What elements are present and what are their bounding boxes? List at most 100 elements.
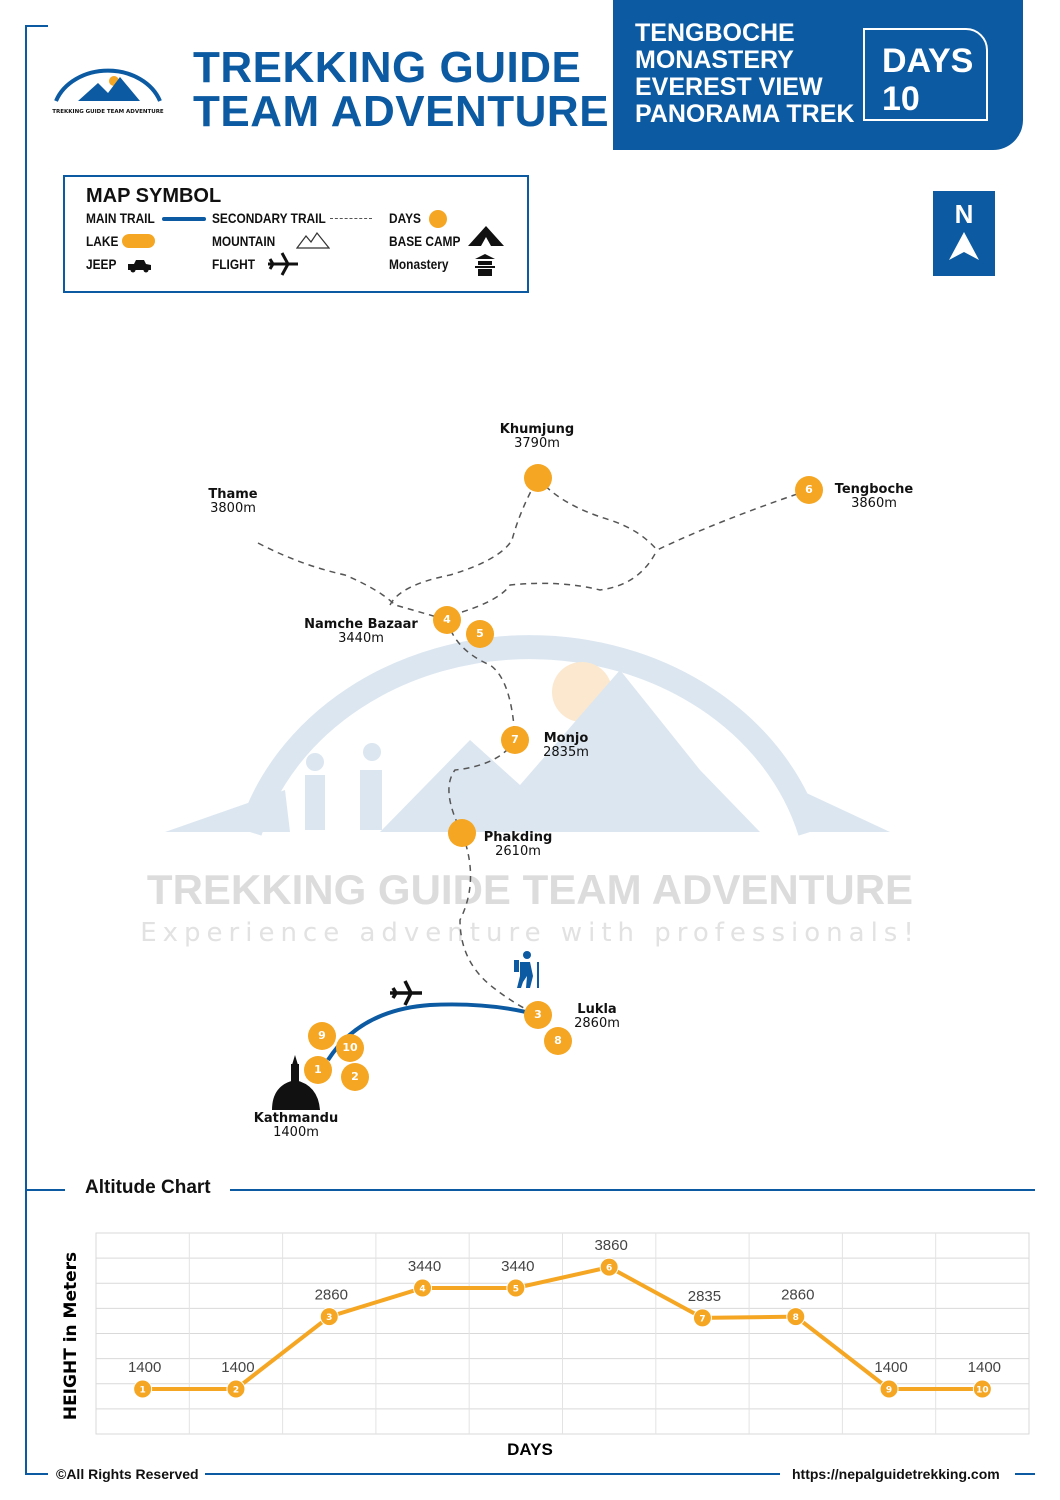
chart-divider-left xyxy=(25,1189,65,1191)
north-indicator: N xyxy=(933,191,995,276)
day-marker: 3 xyxy=(524,1001,552,1029)
watermark-logo xyxy=(165,635,890,836)
tent-icon xyxy=(468,226,504,246)
hiker-icon xyxy=(514,951,539,988)
data-label: 1400 xyxy=(128,1359,161,1376)
data-point-number: 9 xyxy=(886,1385,892,1395)
day-marker: 4 xyxy=(433,606,461,634)
day-marker: 9 xyxy=(308,1022,336,1050)
data-label: 3440 xyxy=(501,1258,534,1275)
lake-icon xyxy=(122,234,155,248)
legend-lake: LAKE xyxy=(86,233,119,249)
day-marker: 2 xyxy=(341,1063,369,1091)
data-label: 2860 xyxy=(315,1287,348,1304)
stupa-icon xyxy=(272,1055,320,1110)
data-point-number: 8 xyxy=(793,1313,799,1323)
legend-main-trail: MAIN TRAIL xyxy=(86,210,155,226)
trail-thame-namche xyxy=(257,542,448,621)
mountain-icon xyxy=(296,231,330,249)
day-marker: 7 xyxy=(501,726,529,754)
flight-plane-icon xyxy=(390,980,422,1006)
footer-line-left xyxy=(25,1473,48,1475)
legend-secondary-trail: SECONDARY TRAIL xyxy=(212,210,326,226)
logo: TREKKING GUIDE TEAM ADVENTURE xyxy=(52,68,164,115)
legend-flight: FLIGHT xyxy=(212,256,255,272)
day-marker: 6 xyxy=(795,476,823,504)
data-label: 1400 xyxy=(874,1359,907,1376)
data-point-number: 1 xyxy=(140,1385,146,1395)
legend-days: DAYS xyxy=(389,210,421,226)
plane-icon xyxy=(268,252,298,276)
day-marker: 5 xyxy=(466,620,494,648)
data-point-number: 7 xyxy=(699,1314,705,1324)
data-point-number: 4 xyxy=(419,1284,425,1294)
dashed-line-icon xyxy=(330,218,372,219)
data-label: 1400 xyxy=(968,1359,1001,1376)
data-point xyxy=(972,1379,992,1399)
footer-line-right xyxy=(1015,1473,1035,1475)
trail-namche-monjo xyxy=(446,619,516,741)
data-label: 3860 xyxy=(594,1237,627,1254)
legend-jeep: JEEP xyxy=(86,256,117,272)
data-label: 3440 xyxy=(408,1258,441,1275)
monastery-icon xyxy=(475,254,495,276)
north-arrow-icon xyxy=(949,232,979,260)
data-point-number: 6 xyxy=(606,1264,612,1274)
trail-khumjung-tengboche xyxy=(537,477,810,551)
legend-base-camp: BASE CAMP xyxy=(389,233,461,249)
data-point xyxy=(226,1379,246,1399)
day-marker: 1 xyxy=(304,1056,332,1084)
svg-text:TREKKING GUIDE TEAM ADVENTURE: TREKKING GUIDE TEAM ADVENTURE xyxy=(52,109,164,115)
data-point xyxy=(599,1257,619,1277)
legend-monastery: Monastery xyxy=(389,256,449,272)
frame-line-top xyxy=(25,25,48,27)
data-point xyxy=(319,1307,339,1327)
footer-line-mid xyxy=(205,1473,780,1475)
data-point-number: 5 xyxy=(513,1284,519,1294)
map-legend: MAP SYMBOL MAIN TRAIL SECONDARY TRAIL DA… xyxy=(63,175,529,293)
data-point xyxy=(879,1379,899,1399)
khumjung-marker xyxy=(524,464,552,492)
chart-title: Altitude Chart xyxy=(85,1177,211,1198)
website-link[interactable]: https://nepalguidetrekking.com xyxy=(792,1466,1000,1482)
solid-line-icon xyxy=(162,217,206,221)
data-label: 2860 xyxy=(781,1287,814,1304)
y-axis-label: HEIGHT in Meters xyxy=(61,1252,81,1420)
trail-monjo-phakding xyxy=(448,739,516,834)
phakding-marker xyxy=(448,819,476,847)
data-point-number: 10 xyxy=(976,1385,989,1395)
x-axis-label: DAYS xyxy=(507,1440,553,1459)
data-point xyxy=(413,1278,433,1298)
copyright: ©All Rights Reserved xyxy=(56,1466,199,1482)
altitude-line xyxy=(142,1265,983,1391)
data-point xyxy=(506,1278,526,1298)
jeep-icon xyxy=(128,260,151,273)
data-label: 2835 xyxy=(688,1288,721,1305)
data-point-number: 3 xyxy=(326,1313,332,1323)
day-marker: 8 xyxy=(544,1027,572,1055)
frame-line-left xyxy=(25,25,27,1475)
day-marker: 10 xyxy=(336,1034,364,1062)
legend-mountain: MOUNTAIN xyxy=(212,233,276,249)
data-label: 1400 xyxy=(221,1359,254,1376)
data-point xyxy=(133,1379,153,1399)
trail-namche-tengboche xyxy=(461,549,658,613)
trail-namche-khumjung xyxy=(389,477,539,606)
data-point xyxy=(786,1307,806,1327)
watermark-text: TREKKING GUIDE TEAM ADVENTURE xyxy=(146,866,914,913)
legend-title: MAP SYMBOL xyxy=(86,185,222,207)
day-dot-icon xyxy=(429,210,447,228)
